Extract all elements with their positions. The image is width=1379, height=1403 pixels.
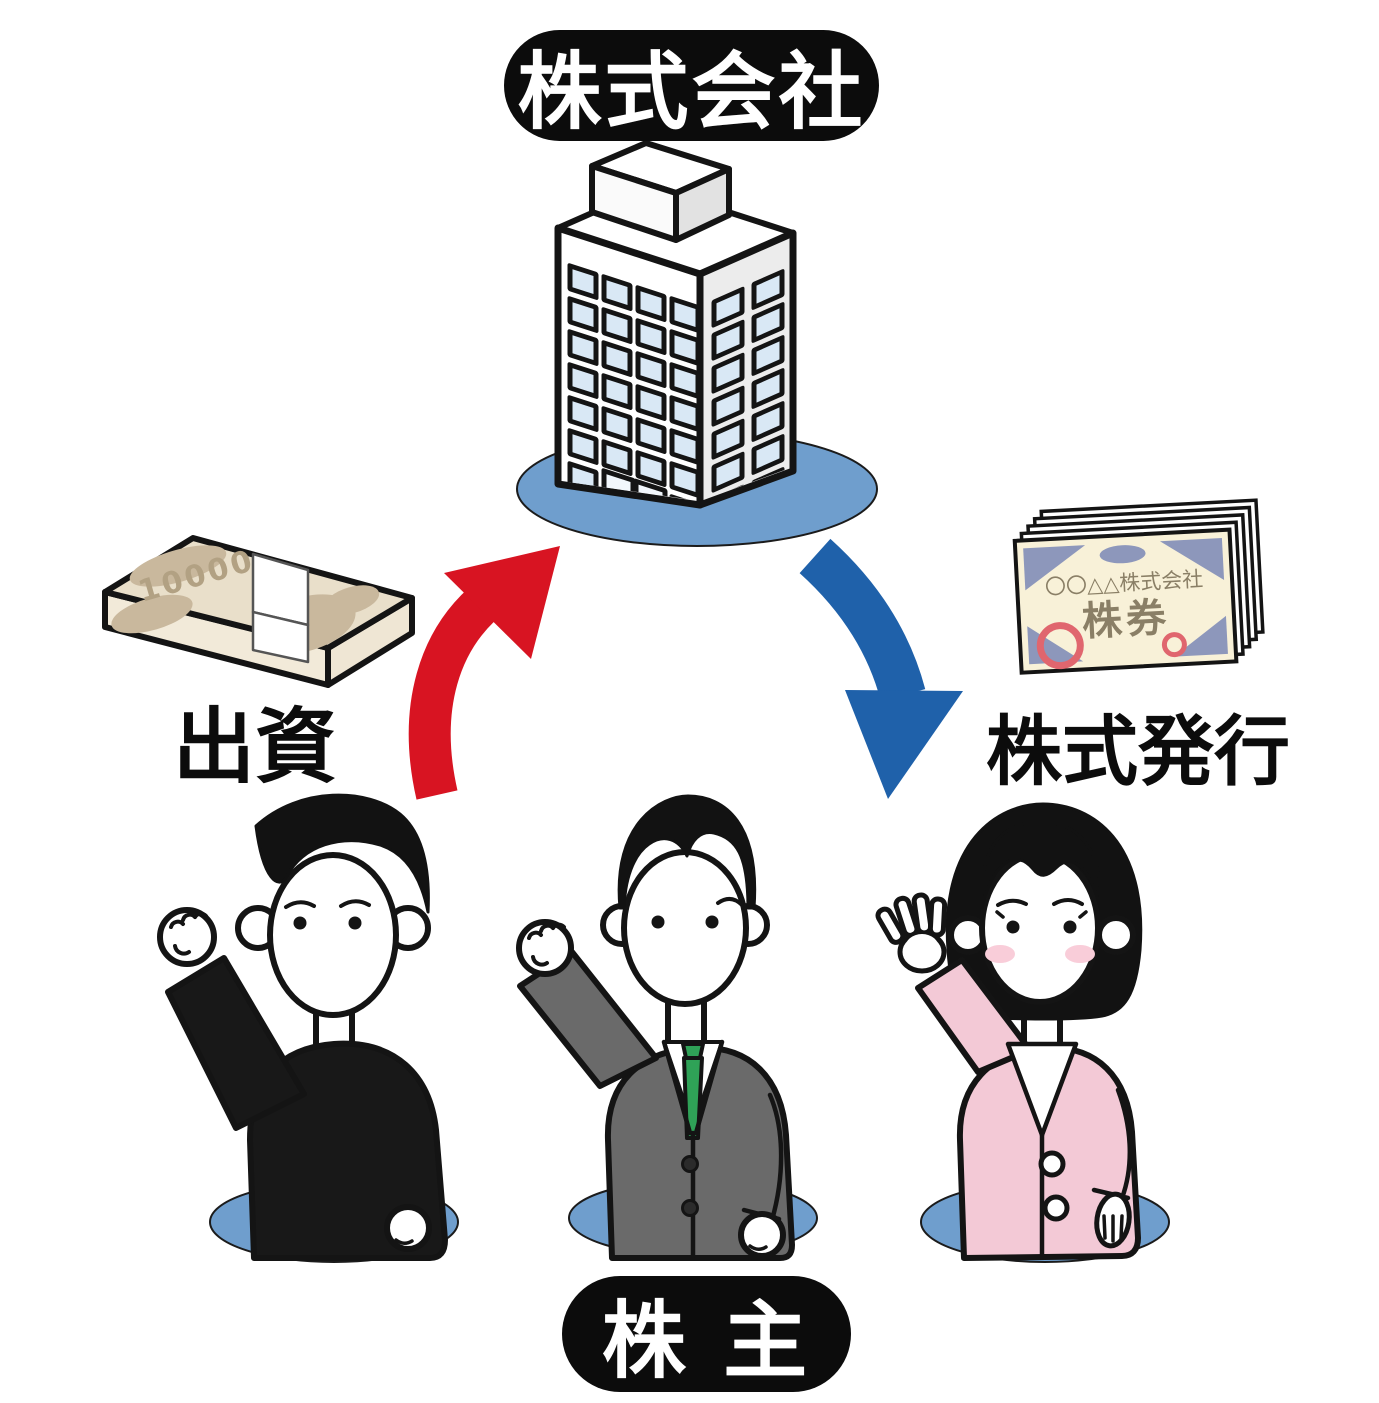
company-building-icon bbox=[516, 140, 878, 547]
money-stack-icon: 10000 bbox=[102, 535, 415, 688]
shareholders-label: 株 主 bbox=[601, 1291, 812, 1390]
shareholder-man-suit-icon bbox=[516, 794, 818, 1261]
company-label: 株式会社 bbox=[517, 43, 866, 141]
investment-label: 出資 bbox=[172, 700, 337, 795]
shareholder-man-casual-icon bbox=[157, 793, 459, 1263]
stock-certificate-icon: 〇〇△△株式会社 株券 bbox=[1012, 498, 1265, 675]
certificate-title: 株券 bbox=[1081, 595, 1171, 646]
company-pill: 株式会社 bbox=[504, 30, 879, 141]
shareholders-pill: 株 主 bbox=[562, 1276, 851, 1392]
shareholder-woman-icon bbox=[875, 802, 1170, 1263]
blue-arrow-icon bbox=[799, 538, 963, 799]
stock-issuance-label: 株式発行 bbox=[986, 707, 1290, 796]
red-arrow-icon bbox=[408, 546, 560, 800]
